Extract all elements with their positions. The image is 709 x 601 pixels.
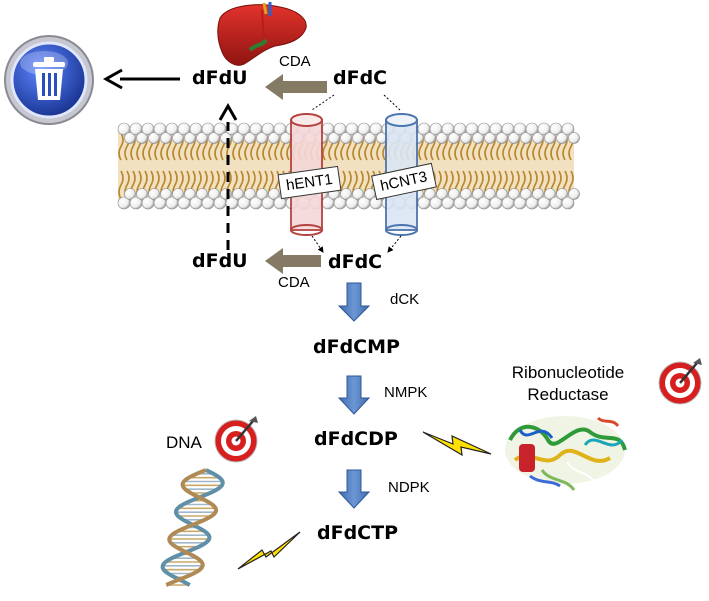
dfdu-export-arrow <box>218 102 238 250</box>
dfdcmp-label: dFdCMP <box>313 336 400 358</box>
ndpk-arrow <box>337 469 371 509</box>
dna-label: DNA <box>166 433 202 452</box>
cda-arrow-inside <box>265 248 321 274</box>
rr-label-line2: Reductase <box>527 385 609 404</box>
rr-label-line1: Ribonucleotide <box>511 363 625 382</box>
dck-label: dCK <box>390 291 420 308</box>
cda-label-inside: CDA <box>278 274 310 291</box>
efflux-to-trash-arrow <box>102 68 180 90</box>
cell-membrane <box>117 122 580 210</box>
target-icon <box>658 358 702 405</box>
trash-bin-icon <box>4 35 94 125</box>
dfdc-to-hent1-connector <box>311 94 335 111</box>
nmpk-label: NMPK <box>384 384 428 401</box>
cda-arrow-outside <box>265 74 327 100</box>
liver-icon <box>217 2 307 66</box>
cda-label-outside: CDA <box>279 53 311 70</box>
dna-helix-icon <box>160 468 225 587</box>
lightning-icon <box>422 431 492 457</box>
hcnt3-to-dfdc-connector <box>387 235 402 253</box>
hent1-to-dfdc-connector <box>311 235 324 253</box>
dfdc-extracellular: dFdC <box>333 67 388 89</box>
ribonucleotide-reductase-label: Ribonucleotide Reductase <box>503 362 633 406</box>
dfdu-intracellular: dFdU <box>192 250 248 272</box>
dck-arrow <box>337 282 371 322</box>
dfdcdp-label: dFdCDP <box>314 428 398 450</box>
lightning-icon <box>237 531 301 570</box>
dfdctp-label: dFdCTP <box>317 522 399 544</box>
dfdu-extracellular: dFdU <box>192 67 248 89</box>
dfdc-intracellular: dFdC <box>328 251 383 273</box>
dfdc-to-hcnt3-connector <box>383 94 401 111</box>
protein-structure-icon <box>505 416 627 491</box>
ndpk-label: NDPK <box>388 479 430 496</box>
nmpk-arrow <box>337 375 371 415</box>
target-icon <box>214 416 258 463</box>
